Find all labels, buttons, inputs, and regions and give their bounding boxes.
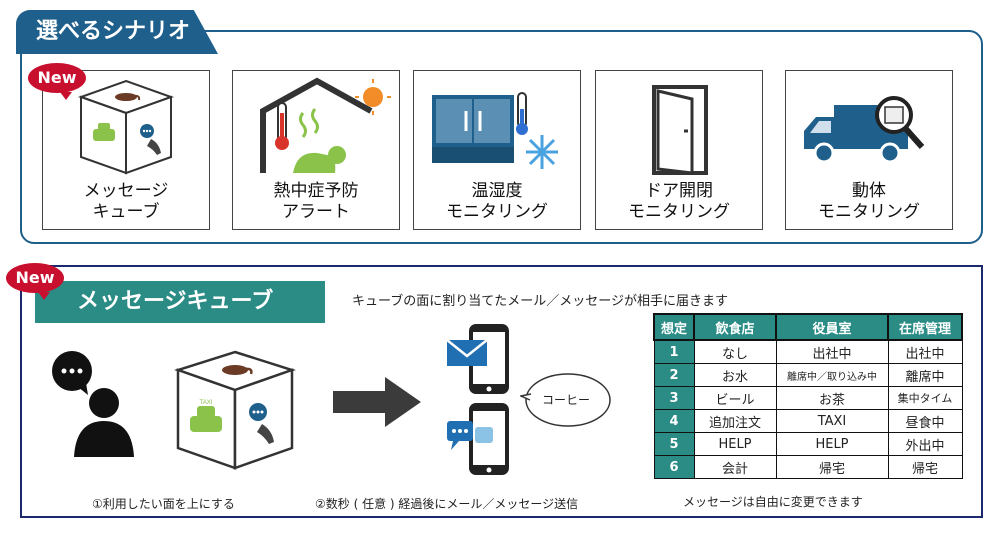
table-header-row: 想定 飲食店 役員室 在席管理 [653, 313, 963, 341]
cell-presence: 離席中 [887, 363, 963, 387]
cell-presence: 帰宅 [887, 455, 963, 479]
table-note: メッセージは自由に変更できます [683, 495, 863, 509]
label-line2: モニタリング [818, 202, 920, 222]
refrigerator-illustration [414, 77, 580, 177]
table-row: 5 HELP HELP 外出中 [653, 432, 963, 456]
cell-restaurant: なし [693, 339, 777, 364]
label-line1: 熱中症予防 [273, 181, 359, 201]
cell-restaurant: お水 [693, 363, 777, 387]
scenario-card-temp-humidity[interactable]: 温湿度 モニタリング [413, 70, 581, 230]
row-number: 6 [653, 455, 695, 479]
scenario-card-door[interactable]: ドア開閉 モニタリング [595, 70, 763, 230]
label-line2: モニタリング [628, 202, 730, 222]
table-row: 6 会計 帰宅 帰宅 [653, 455, 963, 479]
cell-presence: 昼食中 [887, 409, 963, 433]
scenario-label-temp-humidity: 温湿度 モニタリング [414, 181, 580, 223]
step2-caption: ②数秒 ( 任意 ) 経過後にメール／メッセージ送信 [315, 497, 579, 511]
header-scenario: 想定 [653, 313, 695, 341]
person-icon [40, 345, 160, 465]
scenario-label-motion: 動体 モニタリング [786, 181, 952, 223]
cell-executive-room: 出社中 [775, 339, 889, 364]
header-restaurant: 飲食店 [693, 313, 777, 341]
message-cube-illustration [43, 77, 209, 177]
message-cube-description: キューブの面に割り当てたメール／メッセージが相手に届きます [352, 294, 728, 309]
new-badge: New [28, 63, 86, 100]
cell-executive-room: 離席中／取り込み中 [775, 363, 889, 387]
cell-executive-room: 帰宅 [775, 455, 889, 479]
label-line1: 温湿度 [471, 181, 523, 201]
door-illustration [596, 77, 762, 177]
row-number: 2 [653, 363, 695, 387]
phone-mail-icon [445, 322, 515, 397]
arrow-right-icon [333, 377, 423, 427]
row-number: 1 [653, 339, 695, 364]
cell-restaurant: 会計 [693, 455, 777, 479]
scenarios-title: 選べるシナリオ [16, 10, 219, 54]
header-executive-room: 役員室 [775, 313, 889, 341]
label-line2: キューブ [92, 202, 160, 222]
heatstroke-illustration [233, 77, 399, 177]
cell-restaurant: ビール [693, 386, 777, 410]
label-line1: メッセージ [83, 181, 169, 201]
label-line2: モニタリング [446, 202, 548, 222]
scenario-label-door: ドア開閉 モニタリング [596, 181, 762, 223]
message-cube-title: メッセージキューブ [35, 281, 325, 323]
cell-executive-room: お茶 [775, 386, 889, 410]
header-presence: 在席管理 [887, 313, 963, 341]
label-line1: 動体 [852, 181, 886, 201]
label-line1: ドア開閉 [645, 181, 713, 201]
scenario-label-message-cube: メッセージ キューブ [43, 181, 209, 223]
step1-caption: ①利用したい面を上にする [92, 497, 235, 511]
table-row: 2 お水 離席中／取り込み中 離席中 [653, 363, 963, 387]
row-number: 4 [653, 409, 695, 433]
truck-illustration [786, 77, 952, 177]
table-row: 3 ビール お茶 集中タイム [653, 386, 963, 410]
row-number: 3 [653, 386, 695, 410]
cell-executive-room: TAXI [775, 409, 889, 433]
table-row: 4 追加注文 TAXI 昼食中 [653, 409, 963, 433]
message-cube-icon: TAXI [172, 350, 298, 472]
bubble-text: コーヒー [541, 393, 590, 407]
taxi-sign: TAXI [200, 400, 213, 406]
message-cube-panel [20, 265, 983, 518]
scenario-card-heatstroke[interactable]: 熱中症予防 アラート [232, 70, 400, 230]
phone-message-icon [445, 401, 515, 479]
cell-presence: 外出中 [887, 432, 963, 456]
cell-executive-room: HELP [775, 432, 889, 456]
cell-restaurant: HELP [693, 432, 777, 456]
cell-restaurant: 追加注文 [693, 409, 777, 433]
scenario-card-message-cube[interactable]: メッセージ キューブ [42, 70, 210, 230]
label-line2: アラート [282, 202, 350, 222]
speech-bubble: コーヒー [520, 370, 612, 430]
message-assignment-table: 想定 飲食店 役員室 在席管理 1 なし 出社中 出社中 2 お水 離席中／取り… [653, 313, 963, 479]
row-number: 5 [653, 432, 695, 456]
new-badge: New [6, 263, 64, 300]
scenario-label-heatstroke: 熱中症予防 アラート [233, 181, 399, 223]
table-row: 1 なし 出社中 出社中 [653, 339, 963, 364]
scenarios-panel [20, 30, 983, 244]
cell-presence: 出社中 [887, 339, 963, 364]
cell-presence: 集中タイム [887, 386, 963, 410]
scenario-card-motion[interactable]: 動体 モニタリング [785, 70, 953, 230]
